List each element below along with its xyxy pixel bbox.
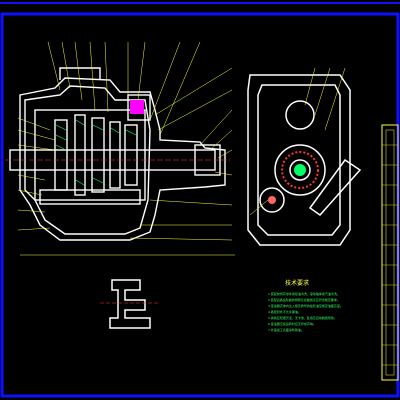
- side-housing-inner: [257, 84, 341, 236]
- detail-part-view: [100, 279, 160, 329]
- gear-pitch-circle: [281, 151, 319, 189]
- shift-cover: [59, 67, 101, 80]
- shift-fork-detail: [109, 279, 151, 329]
- gearbox-housing-outline: [19, 77, 226, 241]
- title-block-frame: [381, 124, 399, 381]
- shift-lever: [308, 158, 362, 216]
- gear-cavity: [34, 109, 146, 201]
- side-leader-lines: [249, 67, 346, 216]
- note-1: 1.装配前所有零件用煤油清洗，滚动轴承用汽油清洗。: [268, 292, 340, 296]
- gear-3: [91, 117, 105, 193]
- note-6: 6.变速器空载运转时应无异常声响。: [268, 322, 316, 326]
- large-gear-outline: [274, 144, 326, 196]
- highlight-part: [130, 100, 144, 114]
- note-3: 3.变速器壳体内注入规定牌号的齿轮油至规定油面高度。: [268, 304, 343, 308]
- note-4: 4.各密封处不允许漏油。: [268, 310, 301, 314]
- shift-tower: [127, 94, 151, 121]
- parts-list-frame: [385, 129, 395, 376]
- technical-requirements-title: 技术要求: [285, 280, 310, 287]
- housing-inner-outline: [24, 85, 151, 235]
- side-housing-outline: [247, 74, 351, 246]
- shaft-section: [294, 164, 306, 176]
- small-gear-outline: [259, 187, 285, 213]
- leader-lines: [17, 41, 233, 241]
- large-gear-hub: [289, 159, 311, 181]
- note-2: 2.装配后各齿轮副的侧隙及接触斑点应符合规定要求。: [268, 298, 340, 302]
- countershaft: [39, 189, 141, 205]
- note-7: 7.外露加工表面涂防锈油。: [268, 328, 304, 332]
- small-shaft-section: [268, 196, 276, 204]
- upper-gear-outline: [285, 100, 315, 130]
- gear-5: [124, 124, 138, 186]
- gear-4: [109, 121, 121, 189]
- side-section-view: [247, 74, 362, 246]
- note-5: 5.换挡应轻便灵活，无卡滞、乱挡及自动脱挡现象。: [268, 316, 337, 320]
- section-hatching: [55, 119, 137, 186]
- gear-2: [74, 114, 86, 196]
- title-block: [381, 124, 399, 381]
